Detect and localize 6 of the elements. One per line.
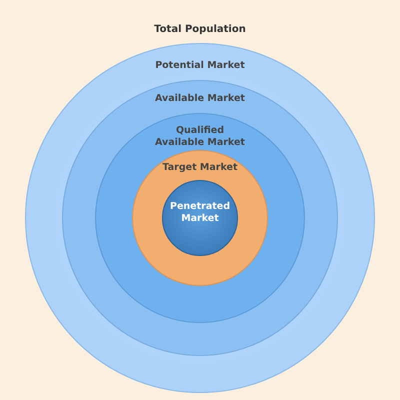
market-label: Target Market bbox=[162, 162, 238, 174]
market-label: Potential Market bbox=[155, 60, 245, 72]
market-label: Penetrated Market bbox=[170, 201, 230, 225]
market-label: Qualified Available Market bbox=[154, 125, 246, 149]
title: Total Population bbox=[153, 24, 247, 35]
market-label: Available Market bbox=[155, 93, 245, 105]
